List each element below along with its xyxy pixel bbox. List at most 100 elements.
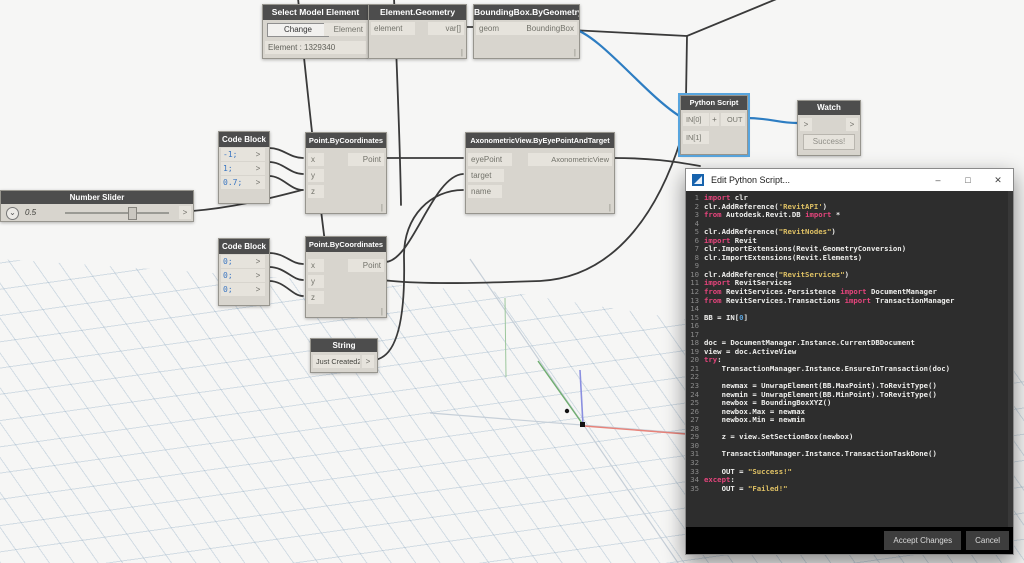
code-line: 32 xyxy=(690,457,699,467)
code-block-value[interactable]: -1; xyxy=(221,148,251,161)
code-line: 16 xyxy=(690,321,699,331)
node-point-bycoordinates-2[interactable]: Point.ByCoordinates x y z Point | xyxy=(305,236,387,318)
input-port-name[interactable]: name xyxy=(468,185,502,198)
add-input-button[interactable]: + xyxy=(710,113,719,126)
minimize-button[interactable]: – xyxy=(935,175,941,185)
node-title[interactable]: Python Script xyxy=(681,96,747,110)
wire xyxy=(570,0,777,37)
output-port[interactable]: > xyxy=(251,162,265,175)
code-line: 24 newmin = UnwrapElement(BB.MinPoint).T… xyxy=(690,389,937,399)
slider-handle[interactable] xyxy=(128,207,137,220)
node-axonometricview-byeyepointandtarget[interactable]: AxonometricView.ByEyePointAndTarget eyeP… xyxy=(465,132,615,214)
output-port[interactable]: > xyxy=(251,269,265,282)
lacing-indicator[interactable]: | xyxy=(460,48,463,57)
output-port-element[interactable]: Element xyxy=(324,23,366,36)
input-port[interactable]: > xyxy=(800,118,812,131)
node-title[interactable]: Code Block xyxy=(219,239,269,254)
code-line: 25 newbox = BoundingBoxXYZ() xyxy=(690,398,832,408)
node-title[interactable]: Point.ByCoordinates xyxy=(306,133,386,148)
code-block-value[interactable]: 1; xyxy=(221,162,251,175)
window-title: Edit Python Script... xyxy=(711,175,791,185)
string-value[interactable]: Just Created2 xyxy=(313,355,360,368)
node-python-script[interactable]: Python Script IN[0] IN[1] + - OUT xyxy=(678,93,750,157)
code-block-value[interactable]: 0; xyxy=(221,283,251,296)
node-code-block-2[interactable]: Code Block 0; > 0; > 0; > xyxy=(218,238,270,306)
change-button[interactable]: Change xyxy=(267,23,329,37)
input-port-x[interactable]: x xyxy=(308,153,324,166)
node-boundingbox-bygeometry[interactable]: BoundingBox.ByGeometry geom BoundingBox … xyxy=(473,4,580,59)
node-title[interactable]: Code Block xyxy=(219,132,269,147)
node-point-bycoordinates-1[interactable]: Point.ByCoordinates x y z Point | xyxy=(305,132,387,214)
code-line: 17 xyxy=(690,329,699,339)
code-line: 23 newmax = UnwrapElement(BB.MaxPoint).T… xyxy=(690,381,937,391)
input-port-target[interactable]: target xyxy=(468,169,504,182)
node-title[interactable]: Number Slider xyxy=(1,191,193,204)
slider-track[interactable] xyxy=(65,212,169,214)
lacing-indicator[interactable]: | xyxy=(380,203,383,212)
node-watch[interactable]: Watch > > Success! xyxy=(797,100,861,156)
node-select-model-element[interactable]: Select Model Element Change Element Elem… xyxy=(262,4,369,59)
input-port-y[interactable]: y xyxy=(308,169,324,182)
output-port-axonometricview[interactable]: AxonometricView xyxy=(528,153,612,166)
output-port[interactable]: > xyxy=(251,176,265,189)
output-port-out[interactable]: OUT xyxy=(724,113,745,126)
lacing-indicator[interactable]: | xyxy=(380,307,383,316)
node-title[interactable]: BoundingBox.ByGeometry xyxy=(474,5,579,20)
node-title[interactable]: Select Model Element xyxy=(263,5,368,20)
input-port-z[interactable]: z xyxy=(308,185,324,198)
code-line: 35 OUT = "Failed!" xyxy=(690,483,788,493)
output-port-boundingbox[interactable]: BoundingBox xyxy=(509,22,577,35)
lacing-indicator[interactable]: | xyxy=(573,48,576,57)
slider-value[interactable]: 0.5 xyxy=(25,208,37,217)
lacing-indicator[interactable]: | xyxy=(608,203,611,212)
accept-changes-button[interactable]: Accept Changes xyxy=(884,531,962,550)
code-block-value[interactable]: 0; xyxy=(221,269,251,282)
code-line: 33 OUT = "Success!" xyxy=(690,466,792,476)
input-port-eyepoint[interactable]: eyePoint xyxy=(468,153,512,166)
input-port-z[interactable]: z xyxy=(308,291,324,304)
cancel-button[interactable]: Cancel xyxy=(966,531,1009,550)
code-line: 9 xyxy=(694,261,699,271)
output-port[interactable]: > xyxy=(846,118,858,131)
output-port[interactable]: > xyxy=(251,283,265,296)
input-port-element[interactable]: element xyxy=(371,22,415,35)
output-port[interactable]: > xyxy=(362,355,374,368)
node-title[interactable]: Watch xyxy=(798,101,860,115)
wire xyxy=(268,147,304,159)
input-port-in0[interactable]: IN[0] xyxy=(683,113,709,126)
input-port-geom[interactable]: geom xyxy=(476,22,512,35)
output-port-var[interactable]: var[] xyxy=(428,22,464,35)
input-port-x[interactable]: x xyxy=(308,259,324,272)
node-title[interactable]: Element.Geometry xyxy=(369,5,466,20)
window-titlebar[interactable]: Edit Python Script... – □ ✕ xyxy=(686,169,1013,191)
node-title[interactable]: AxonometricView.ByEyePointAndTarget xyxy=(466,133,614,148)
code-block-value[interactable]: 0.7; xyxy=(221,176,251,189)
output-port[interactable]: > xyxy=(179,206,191,219)
maximize-button[interactable]: □ xyxy=(965,175,971,185)
node-title[interactable]: String xyxy=(311,339,377,352)
node-title[interactable]: Point.ByCoordinates xyxy=(306,237,386,252)
node-number-slider[interactable]: Number Slider ⌄ 0.5 > xyxy=(0,190,194,222)
input-port-in1[interactable]: IN[1] xyxy=(683,131,709,144)
node-element-geometry[interactable]: Element.Geometry element var[] | xyxy=(368,4,467,59)
code-line: 14 xyxy=(690,304,699,314)
code-line: 4 xyxy=(694,218,699,228)
code-block-value[interactable]: 0; xyxy=(221,255,251,268)
output-port-point[interactable]: Point xyxy=(348,259,384,272)
input-port-y[interactable]: y xyxy=(308,275,324,288)
chevron-down-icon[interactable]: ⌄ xyxy=(6,207,19,220)
node-string[interactable]: String Just Created2 > xyxy=(310,338,378,373)
output-port[interactable]: > xyxy=(251,255,265,268)
selected-element-value: Element : 1329340 xyxy=(265,41,366,54)
close-button[interactable]: ✕ xyxy=(994,175,1002,185)
output-port-point[interactable]: Point xyxy=(348,153,384,166)
node-code-block-1[interactable]: Code Block -1; > 1; > 0.7; > xyxy=(218,131,270,204)
output-port[interactable]: > xyxy=(251,148,265,161)
